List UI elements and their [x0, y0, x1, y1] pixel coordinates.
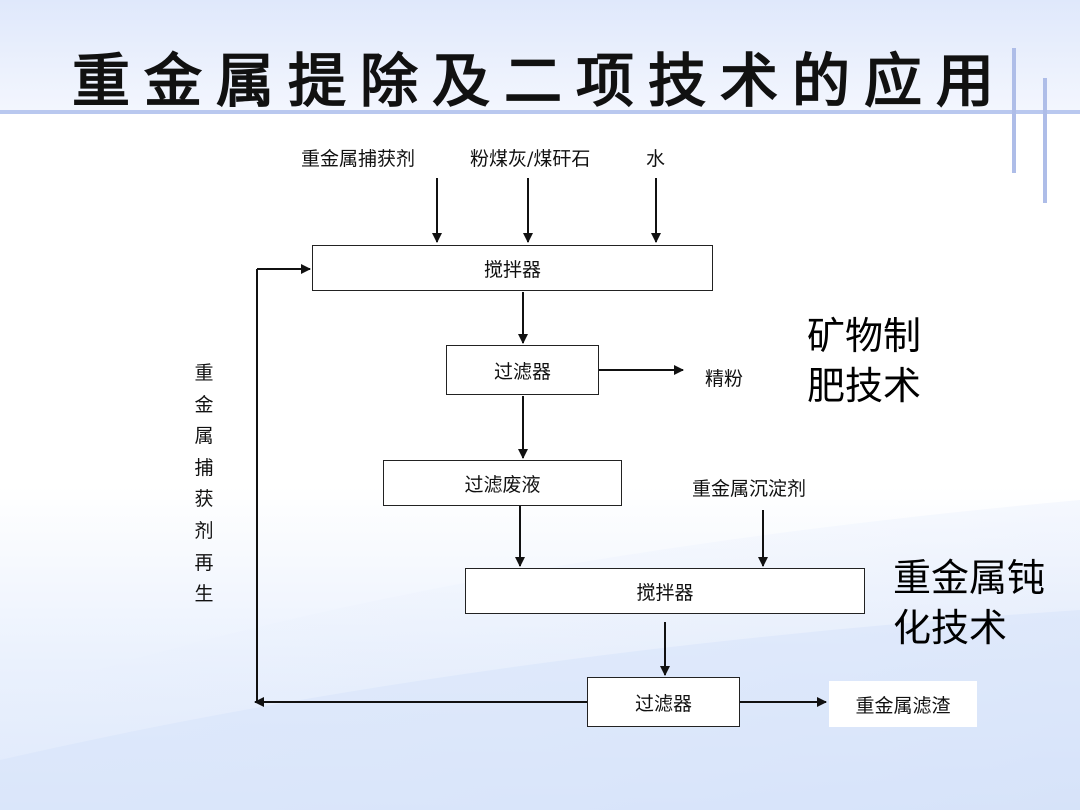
filtrate-box: 过滤废液 [383, 460, 622, 506]
residue-label: 重金属滤渣 [829, 681, 977, 727]
passivation-technique-label: 重金属钝 化技术 [893, 556, 1046, 650]
precipitant-label: 重金属沉淀剂 [692, 478, 807, 500]
page-title: 重金属提除及二项技术的应用 [71, 47, 1008, 115]
input-fly-ash-label: 粉煤灰/煤矸石 [470, 148, 591, 170]
mixer-2-box: 搅拌器 [465, 568, 865, 614]
input-capture-agent-label: 重金属捕获剂 [301, 148, 416, 170]
mixer-1-box: 搅拌器 [312, 245, 713, 291]
input-water-label: 水 [646, 148, 666, 170]
fertilizer-technique-label: 矿物制 肥技术 [807, 314, 922, 408]
filter-2-box: 过滤器 [587, 677, 740, 727]
concentrate-label: 精粉 [705, 368, 744, 390]
regeneration-label: 重金属捕获剂再生 [194, 362, 214, 606]
filter-1-box: 过滤器 [446, 345, 599, 395]
